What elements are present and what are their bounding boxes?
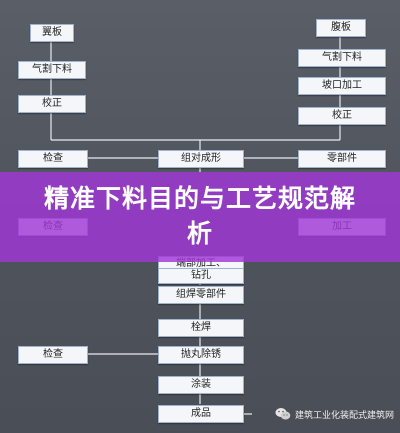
node-paint: 涂装 <box>158 376 244 394</box>
node-finished: 成品 <box>158 405 244 423</box>
node-web-bevel: 坡口加工 <box>298 77 386 95</box>
watermark: 建筑工业化装配式建筑网 <box>275 405 394 423</box>
watermark-text: 建筑工业化装配式建筑网 <box>294 410 394 421</box>
node-drill: 钻孔 <box>158 268 244 284</box>
wechat-icon <box>275 408 291 420</box>
node-shot-blast: 抛丸除锈 <box>158 346 244 364</box>
node-wing-gas-cutting: 气割下料 <box>18 61 86 79</box>
node-wing-plate: 翼板 <box>30 24 74 42</box>
node-inspect-3: 检查 <box>18 346 88 364</box>
banner-title: 精准下料目的与工艺规范解析 <box>43 184 356 248</box>
node-inspect-1: 检查 <box>18 150 88 168</box>
node-assemble-parts: 组焊零部件 <box>158 286 244 304</box>
node-web-gas-cutting: 气割下料 <box>298 49 386 67</box>
node-web-plate: 腹板 <box>316 19 366 37</box>
node-assemble: 组对成形 <box>158 150 244 168</box>
node-wing-straighten: 校正 <box>18 95 86 113</box>
node-bolt-weld: 栓焊 <box>158 319 244 337</box>
title-banner <box>0 172 400 262</box>
node-web-straighten: 校正 <box>298 107 386 125</box>
node-parts: 零部件 <box>298 150 386 168</box>
